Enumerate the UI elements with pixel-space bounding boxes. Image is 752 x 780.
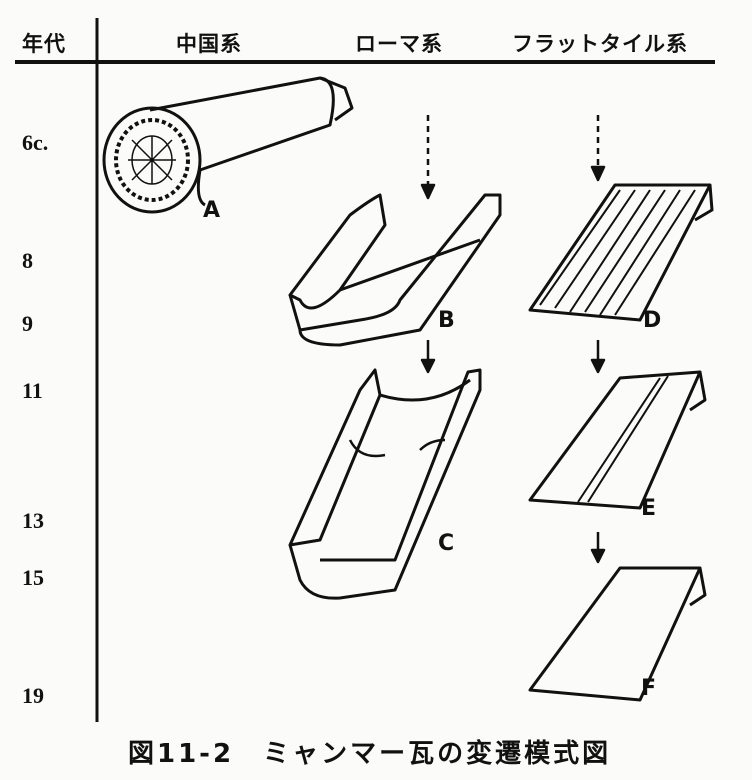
year-label: 11 [22,378,43,403]
header-chinese: 中国系 [176,32,242,56]
year-label: 19 [22,683,44,708]
arrowhead [420,358,436,374]
tile-a-chinese-cylinder [102,76,354,214]
arrowhead [590,358,606,374]
label-f: F [641,676,657,701]
label-e: E [641,496,657,521]
tile-b-roman-channel [288,193,502,347]
header-era: 年代 [22,32,66,56]
label-b: B [438,308,455,333]
year-label: 6c. [22,130,49,155]
tile-f-flat-plain [528,566,707,702]
tile-c-roman-channel [288,368,482,600]
year-label: 13 [22,508,44,533]
tile-e-flat-ridged [528,370,707,510]
arrowhead [590,548,606,564]
year-label: 9 [22,311,33,336]
year-label: 15 [22,565,44,590]
arrowhead [590,165,606,182]
figure-caption: 図11-2 ミャンマー瓦の変遷模式図 [128,739,612,769]
arrows [420,115,606,564]
label-c: C [438,531,455,556]
header-flat: フラットタイル系 [512,32,688,56]
label-d: D [643,308,662,333]
year-label: 8 [22,248,33,273]
header-roman: ローマ系 [355,32,443,56]
tile-d-flat-ribbed [528,183,714,322]
label-a: A [203,198,221,223]
arrowhead [420,183,436,200]
